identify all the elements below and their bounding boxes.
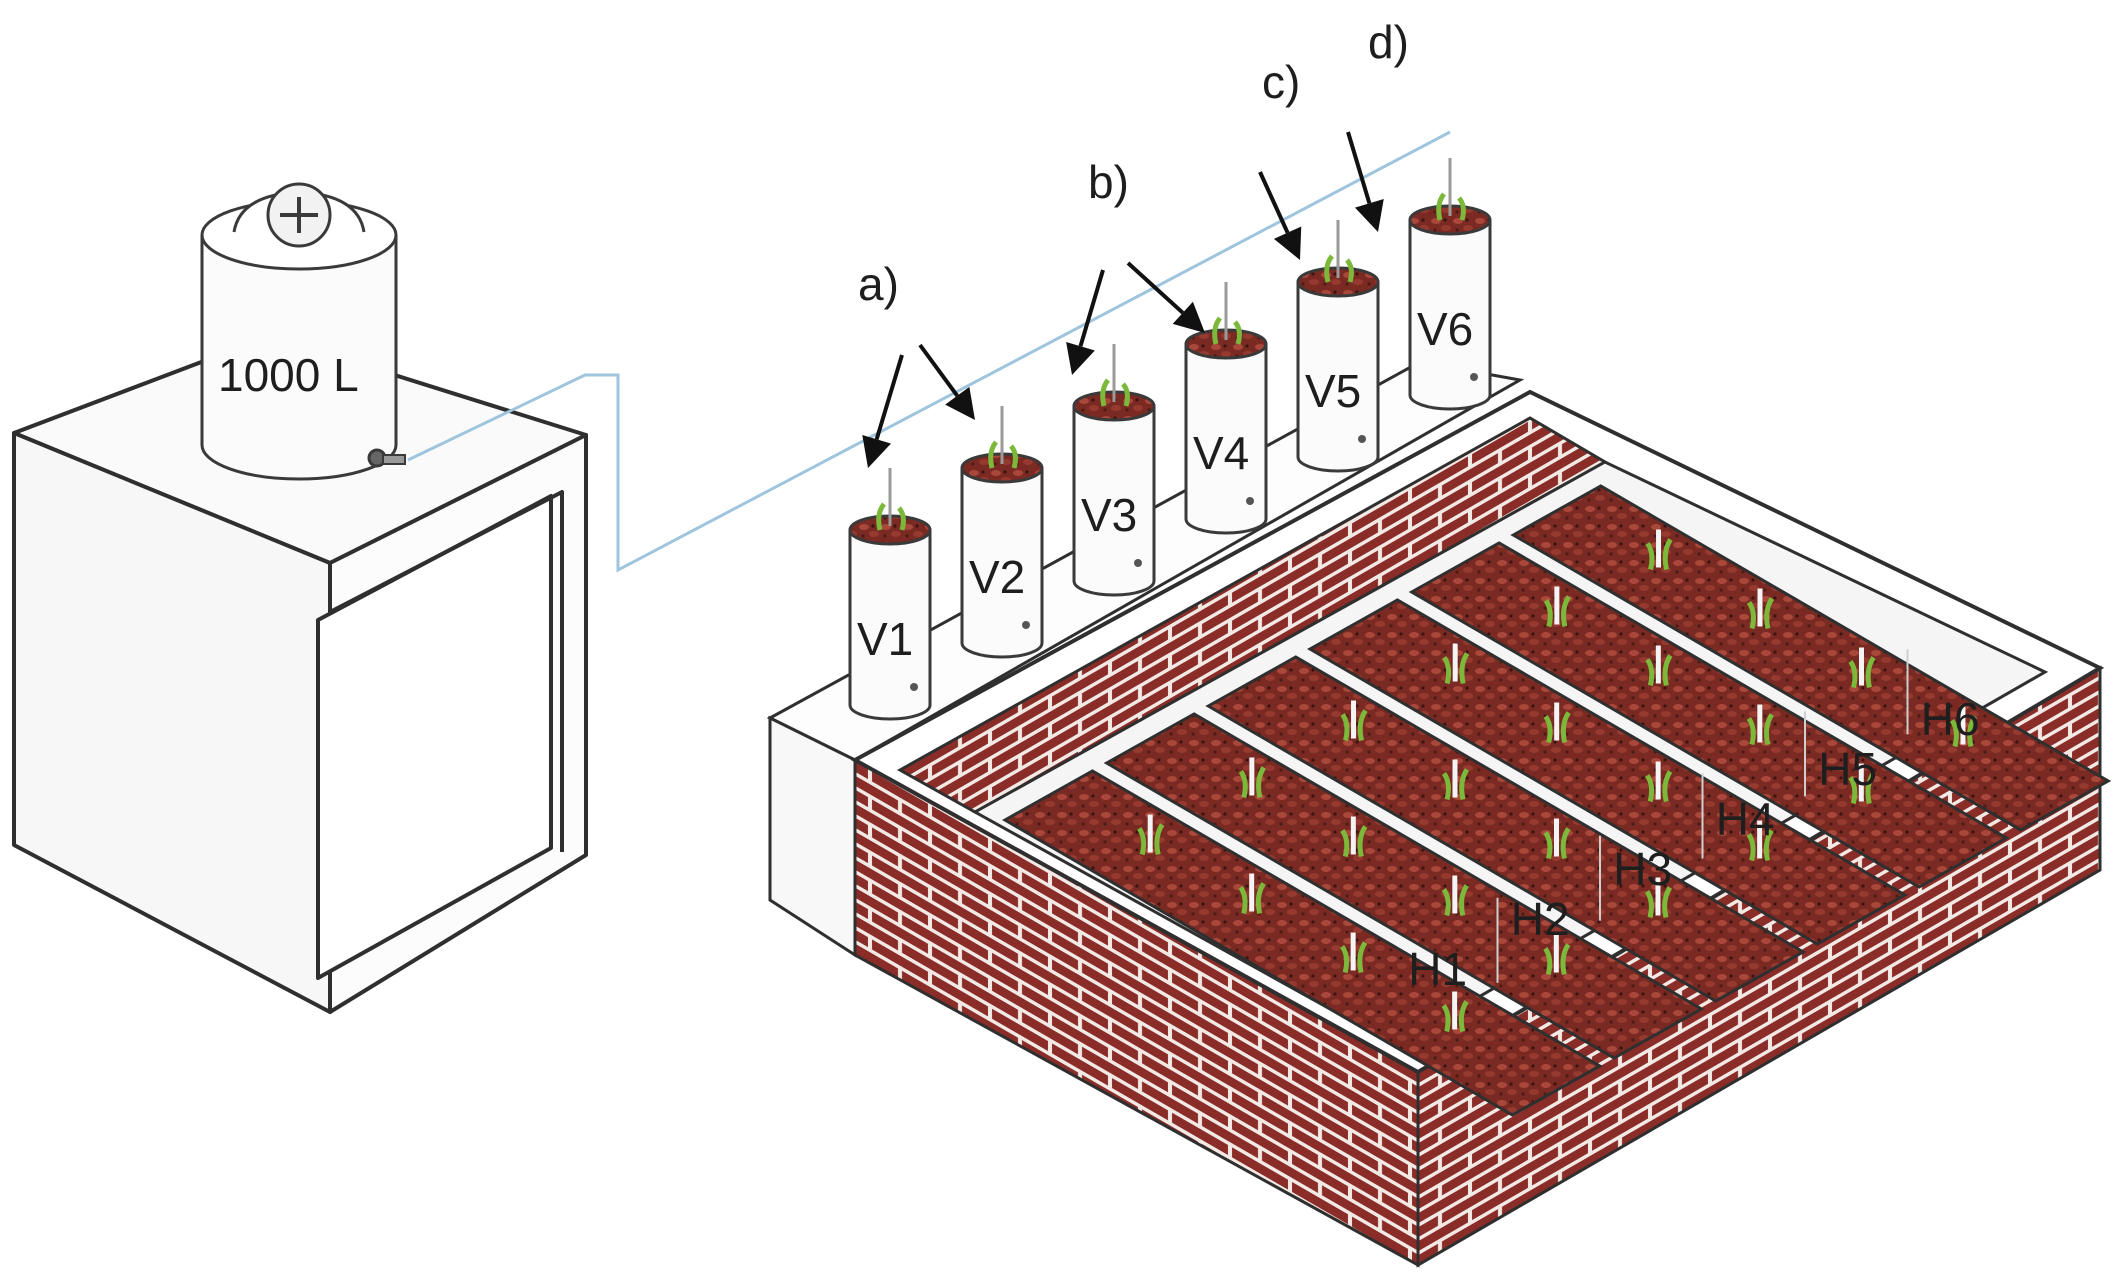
- plant-shoot: [1340, 941, 1368, 974]
- outlet-icon: [1022, 621, 1030, 629]
- vertical-unit-label-v5: V5: [1305, 365, 1361, 417]
- stand-opening-edge: [329, 490, 564, 852]
- horizontal-bed: [1408, 541, 2010, 889]
- plant-shoot: [1238, 882, 1266, 915]
- bed-label-h4: H4: [1716, 793, 1775, 845]
- plant-shoot: [1543, 595, 1572, 628]
- plant-shoot: [1645, 538, 1673, 571]
- bed-label-h3: H3: [1613, 843, 1672, 895]
- plant-shoot: [1441, 1000, 1469, 1033]
- arrow-icon: [1066, 269, 1105, 375]
- bed-soil: [1408, 541, 2010, 889]
- vertical-unit: V6: [1408, 158, 1492, 411]
- arrow-icon: [862, 354, 904, 468]
- plant-shoot: [1645, 770, 1673, 803]
- plant-shoot: [1746, 829, 1774, 862]
- horizontal-bed: [1103, 712, 1705, 1060]
- bed-label-h5: H5: [1818, 743, 1877, 795]
- vertical-unit: V2: [960, 406, 1044, 659]
- vertical-unit: V4: [1184, 282, 1268, 535]
- vertical-unit-body: [1072, 406, 1156, 597]
- vertical-unit-label-v1: V1: [857, 613, 913, 665]
- vertical-unit: V3: [1072, 344, 1156, 597]
- group-labels: a) b) c) d): [858, 16, 1409, 310]
- plant-shoot: [1137, 823, 1165, 856]
- outlet-icon: [1470, 373, 1478, 381]
- plant-shoot: [1238, 766, 1267, 799]
- plant-shoot: [1644, 886, 1673, 919]
- vertical-unit-body: [1184, 344, 1268, 535]
- arrow-icon: [1346, 131, 1384, 232]
- horizontal-bed: [1510, 484, 2112, 832]
- horizontal-bed: [1205, 655, 1807, 1003]
- wetland-rim: [850, 389, 2105, 1075]
- outlet-icon: [1246, 497, 1254, 505]
- plant-shoot: [1436, 192, 1466, 221]
- plant-shoot: [1340, 825, 1368, 858]
- horizontal-bed: [1001, 769, 1603, 1117]
- bed-soil: [1306, 598, 1908, 946]
- horizontal-bed: [1306, 598, 1908, 946]
- bed-soil: [1510, 484, 2112, 832]
- water-tank: [200, 182, 406, 481]
- tank-stand: [12, 334, 588, 1014]
- tank-outlet-valve-icon: [367, 448, 406, 468]
- tank-volume-label: 1000 L: [218, 349, 359, 401]
- bed-label-h2: H2: [1511, 893, 1570, 945]
- outlet-icon: [910, 683, 918, 691]
- vertical-unit-body: [1296, 282, 1380, 473]
- bed-label-h1: H1: [1408, 943, 1467, 995]
- vertical-units: V1 V2 V3 V4 V5 V6: [848, 158, 1492, 721]
- plant-shoot: [1441, 768, 1470, 801]
- vertical-unit-label-v3: V3: [1081, 489, 1137, 541]
- vertical-unit-body: [848, 530, 932, 721]
- arrows: [862, 131, 1384, 468]
- plant-shoot: [1441, 884, 1469, 917]
- vertical-unit-body: [960, 468, 1044, 659]
- plant-shoot: [1324, 254, 1354, 283]
- bed-label-h6: H6: [1921, 693, 1980, 745]
- plant-shoot: [1746, 597, 1775, 630]
- outlet-icon: [1134, 559, 1142, 567]
- horizontal-beds: [1001, 484, 2112, 1117]
- vertical-unit-label-v4: V4: [1193, 427, 1249, 479]
- plant-shoot: [1340, 709, 1368, 742]
- plant-shoot: [1848, 772, 1876, 805]
- plant-shoot: [1212, 316, 1242, 345]
- plant-shoot: [988, 440, 1018, 469]
- plant-shoot: [1100, 378, 1130, 407]
- vertical-unit: V5: [1296, 220, 1380, 473]
- vertical-unit-label-v2: V2: [969, 551, 1025, 603]
- vertical-unit-body: [1408, 220, 1492, 411]
- bed-soil: [1001, 769, 1603, 1117]
- plant-shoot: [1949, 715, 1978, 748]
- plant-shoot: [1442, 652, 1470, 685]
- plant-shoot: [1543, 827, 1571, 860]
- plant-shoot: [1543, 711, 1571, 744]
- group-label: c): [1262, 56, 1300, 108]
- vertical-unit-platform-front: [768, 715, 857, 958]
- arrow-icon: [1126, 261, 1205, 333]
- vertical-unit-label-v6: V6: [1417, 303, 1473, 355]
- water-distribution-pipe: [407, 130, 1451, 573]
- plant-shoot: [1746, 713, 1774, 746]
- plant-shoot: [1645, 654, 1673, 687]
- horizontal-bed-labels: H1 H2 H3 H4 H5 H6: [1408, 649, 1980, 995]
- arrow-icon: [918, 343, 975, 420]
- group-label: b): [1088, 156, 1129, 208]
- plant-shoot: [1543, 943, 1571, 976]
- bed-soil: [1205, 655, 1807, 1003]
- arrow-icon: [1258, 171, 1302, 260]
- plant-shoot: [876, 502, 906, 531]
- outlet-icon: [1358, 435, 1366, 443]
- group-label: d): [1368, 16, 1409, 68]
- vertical-unit: V1: [848, 468, 932, 721]
- group-label: a): [858, 258, 899, 310]
- bed-soil: [1103, 712, 1705, 1060]
- plant-shoot: [1848, 656, 1876, 689]
